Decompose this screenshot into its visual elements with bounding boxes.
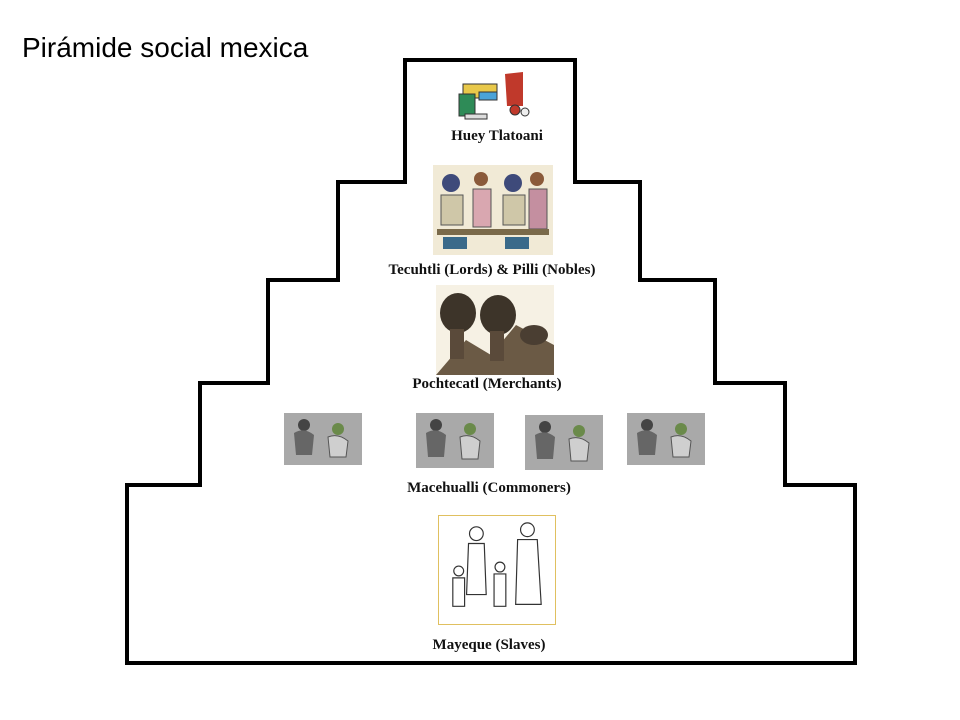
pyramid-stair-outline <box>125 58 857 665</box>
ruler-glyph-icon <box>455 70 533 122</box>
merchants-codex-icon <box>436 285 554 375</box>
commoners-codex-icon <box>284 413 362 465</box>
commoners-codex-icon <box>416 413 494 468</box>
tier-label-commoners: Macehualli (Commoners) <box>407 480 571 496</box>
slide-title: Pirámide social mexica <box>22 32 309 63</box>
tier-label-slaves: Mayeque (Slaves) <box>432 637 546 653</box>
tier-label-nobles: Tecuhtli (Lords) & Pilli (Nobles) <box>388 262 596 278</box>
tier-label-merchants: Pochtecatl (Merchants) <box>412 376 562 392</box>
commoners-codex-icon <box>525 415 603 470</box>
nobles-codex-icon <box>433 165 553 255</box>
tier-label-huey-tlatoani: Huey Tlatoani <box>451 128 543 144</box>
slaves-codex-icon <box>438 515 556 625</box>
commoners-codex-icon <box>627 413 705 465</box>
